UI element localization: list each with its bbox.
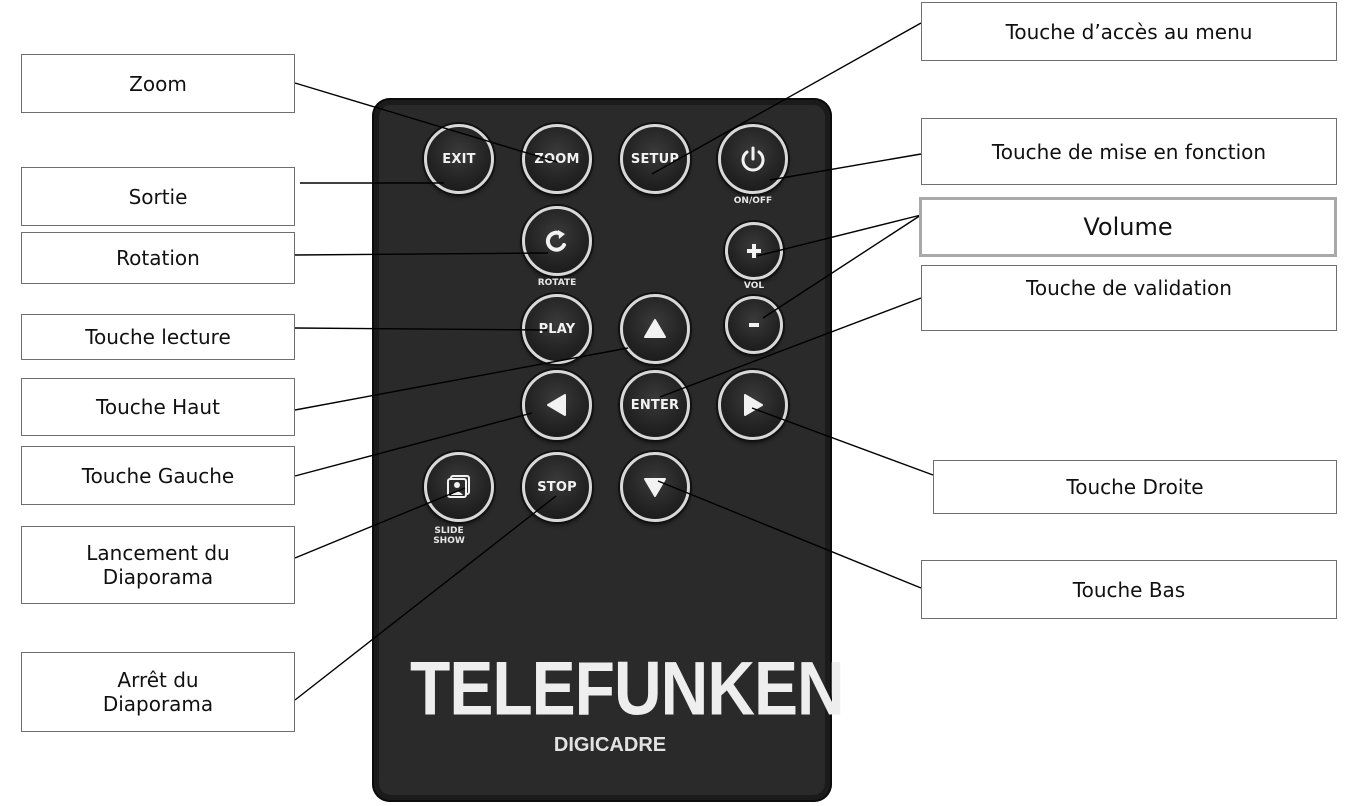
play-button[interactable]: PLAY	[522, 294, 592, 364]
onoff-caption: ON/OFF	[733, 196, 773, 206]
leader-line-lecture	[294, 327, 548, 331]
label-sortie: Sortie	[21, 167, 295, 226]
label-touche-mise-en-fonction: Touche de mise en fonction	[921, 118, 1337, 185]
right-button[interactable]	[718, 370, 788, 440]
power-button[interactable]	[718, 124, 788, 194]
rotate-button[interactable]	[522, 206, 592, 276]
rotate-icon	[542, 226, 572, 256]
label-touche-acces-menu: Touche d’accès au menu	[921, 2, 1337, 61]
remote-face	[379, 105, 825, 795]
exit-button-label: EXIT	[442, 151, 476, 167]
leader-line-validation	[659, 297, 922, 398]
label-volume: Volume	[919, 197, 1337, 257]
label-touche-bas: Touche Bas	[921, 560, 1337, 619]
leader-line-zoom	[294, 82, 558, 163]
label-touche-droite: Touche Droite	[933, 460, 1337, 514]
stop-button[interactable]: STOP	[522, 452, 592, 522]
triangle-left-icon	[544, 392, 570, 418]
enter-button[interactable]: ENTER	[620, 370, 690, 440]
triangle-right-icon	[740, 392, 766, 418]
label-arret-diaporama: Arrêt du Diaporama	[21, 652, 295, 732]
label-rotation: Rotation	[21, 232, 295, 284]
leader-line-bas	[657, 480, 922, 589]
play-button-label: PLAY	[538, 321, 576, 337]
label-zoom: Zoom	[21, 54, 295, 113]
rotate-caption: ROTATE	[537, 278, 577, 288]
brand-logo-text: TELEFUNKEN	[410, 645, 845, 731]
vol-caption: VOL	[743, 281, 765, 291]
leader-line-menu	[651, 22, 922, 175]
label-touche-gauche: Touche Gauche	[21, 446, 295, 505]
label-lancement-diaporama: Lancement du Diaporama	[21, 526, 295, 604]
label-touche-validation: Touche de validation	[921, 265, 1337, 331]
leader-line-volume-up	[756, 214, 922, 257]
leader-line-mise-en-fonction	[769, 153, 922, 181]
leader-line-haut	[294, 347, 629, 411]
leader-line-arret	[294, 495, 557, 701]
down-button[interactable]	[620, 452, 690, 522]
plus-icon	[744, 241, 764, 261]
slideshow-caption: SLIDE SHOW	[433, 526, 465, 547]
leader-line-droite	[751, 407, 934, 476]
remote-control	[372, 98, 832, 802]
enter-button-label: ENTER	[630, 397, 680, 413]
zoom-button[interactable]: ZOOM	[522, 124, 592, 194]
triangle-down-icon	[642, 474, 668, 500]
stop-button-label: STOP	[537, 479, 577, 495]
left-button[interactable]	[522, 370, 592, 440]
model-name: DIGICADRE	[553, 734, 667, 756]
volume-up-button[interactable]	[725, 222, 783, 280]
triangle-up-icon	[642, 316, 668, 342]
label-touche-haut: Touche Haut	[21, 378, 295, 436]
leader-line-gauche	[294, 412, 533, 477]
leader-line-rotation	[294, 252, 549, 256]
power-icon	[738, 144, 768, 174]
leader-line-lancement	[294, 487, 466, 559]
volume-down-button[interactable]	[725, 296, 783, 354]
label-touche-lecture: Touche lecture	[21, 314, 295, 360]
slideshow-button[interactable]	[424, 452, 494, 522]
zoom-button-label: ZOOM	[534, 151, 580, 167]
setup-button-label: SETUP	[630, 151, 680, 167]
leader-line-volume-down	[762, 214, 922, 319]
minus-icon	[744, 315, 764, 335]
up-button[interactable]	[620, 294, 690, 364]
